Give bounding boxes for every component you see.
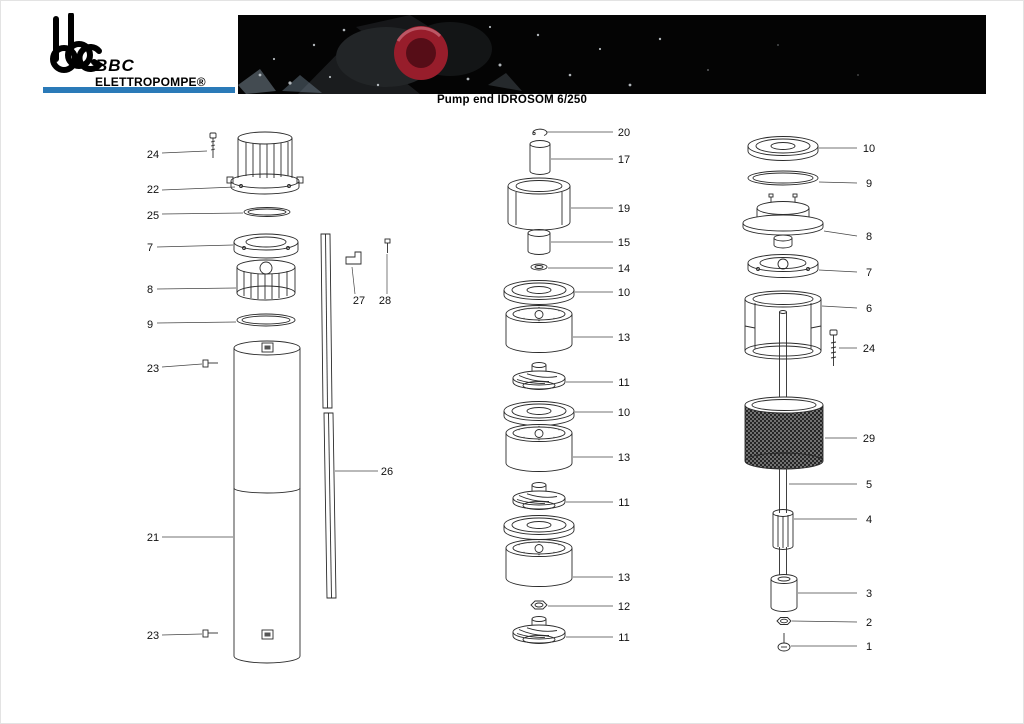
callout-label: 1 [866, 641, 872, 653]
part-pump-sleeve-21 [233, 340, 301, 664]
part-screw-23-bottom [202, 629, 218, 638]
part-disc-10 [747, 136, 819, 161]
part-impeller-11-3 [512, 616, 566, 644]
part-stage-13-1 [505, 305, 573, 353]
part-valve-casing-19 [507, 177, 571, 231]
callout-label: 15 [618, 237, 630, 249]
part-screw-1 [777, 633, 791, 652]
callout-label: 29 [863, 433, 875, 445]
part-shaft-end-17 [529, 140, 551, 175]
callout-label: 25 [147, 210, 159, 222]
callout-label: 14 [618, 263, 630, 275]
part-ring-14 [530, 263, 548, 271]
part-strainer-29 [744, 396, 824, 470]
part-stage-13-2 [505, 424, 573, 472]
brand-text: BBC ELETTROPOMPE® [95, 57, 206, 88]
callout-label: 11 [618, 497, 629, 509]
page-title: Pump end IDROSOM 6/250 [436, 94, 588, 106]
callout-label: 19 [618, 203, 630, 215]
callout-label: 13 [618, 572, 630, 584]
callout-label: 11 [618, 632, 629, 644]
callout-label: 6 [866, 303, 872, 315]
leader-lines [156, 131, 858, 647]
callout-label: 10 [618, 407, 630, 419]
part-cable-clamp-27 [345, 251, 362, 265]
callout-label: 5 [866, 479, 872, 491]
part-coupling-4 [772, 509, 794, 550]
bbc-monogram-icon [47, 12, 104, 84]
callout-label: 28 [379, 295, 391, 307]
callout-labels: 24 22 25 7 8 9 23 21 23 27 28 26 20 17 1… [147, 127, 875, 653]
callout-label: 10 [863, 143, 875, 155]
part-locknut-12 [530, 600, 548, 610]
part-impeller-11-1 [512, 362, 566, 390]
part-spacer-15 [527, 229, 551, 255]
callout-label: 24 [147, 149, 159, 161]
part-screw-24-right [829, 329, 838, 366]
part-circlip-20 [532, 128, 548, 136]
callout-label: 13 [618, 332, 630, 344]
callout-label: 7 [147, 242, 153, 254]
assembly-middle [503, 128, 575, 644]
assembly-left [202, 131, 391, 664]
callout-label: 23 [147, 630, 159, 642]
callout-label: 27 [353, 295, 365, 307]
part-bearing-7-right [747, 254, 819, 278]
callout-label: 13 [618, 452, 630, 464]
part-spline-coupling-8 [236, 259, 296, 301]
callout-label: 8 [866, 231, 872, 243]
part-oring-9-right [747, 170, 819, 186]
callout-label: 24 [863, 343, 875, 355]
brand-name: BBC [95, 56, 135, 75]
part-impeller-11-2 [512, 482, 566, 510]
assembly-right [742, 136, 838, 652]
callout-label: 9 [866, 178, 872, 190]
part-bearing-ring-7 [233, 233, 299, 259]
part-cable-guard-26 [320, 233, 337, 599]
callout-label: 9 [147, 319, 153, 331]
part-clamp-screw-28 [384, 238, 391, 253]
part-shaft-5 [779, 310, 787, 575]
part-cylinder-3 [770, 574, 798, 612]
callout-label: 26 [381, 466, 393, 478]
part-oring-25 [243, 207, 291, 217]
part-support-6 [744, 290, 822, 360]
brand-subtitle: ELETTROPOMPE® [95, 75, 206, 89]
part-diffuser-10-2 [503, 401, 575, 426]
callout-label: 11 [618, 377, 629, 389]
callout-label: 3 [866, 588, 872, 600]
callout-label: 17 [618, 154, 630, 166]
callout-label: 12 [618, 601, 630, 613]
callout-label: 7 [866, 267, 872, 279]
brand-logo: BBC ELETTROPOMPE® [43, 12, 235, 93]
part-nut-2 [776, 617, 792, 625]
callout-label: 21 [147, 532, 159, 544]
part-screw-23-top [202, 359, 218, 368]
callout-label: 8 [147, 284, 153, 296]
part-screw-24 [209, 132, 217, 158]
callout-label: 4 [866, 514, 872, 526]
header-banner-image [238, 15, 986, 94]
part-top-coupling-8 [742, 193, 824, 249]
brand-accent-bar [43, 87, 235, 93]
callout-label: 10 [618, 287, 630, 299]
part-stage-13-3 [505, 539, 573, 587]
part-motor-coupling-22 [226, 131, 304, 195]
callout-label: 20 [618, 127, 630, 139]
callout-label: 22 [147, 184, 159, 196]
part-diffuser-unlabeled [503, 515, 575, 540]
callout-label: 2 [866, 617, 872, 629]
part-oring-9 [236, 313, 296, 327]
callout-label: 23 [147, 363, 159, 375]
part-diffuser-10-1 [503, 280, 575, 305]
